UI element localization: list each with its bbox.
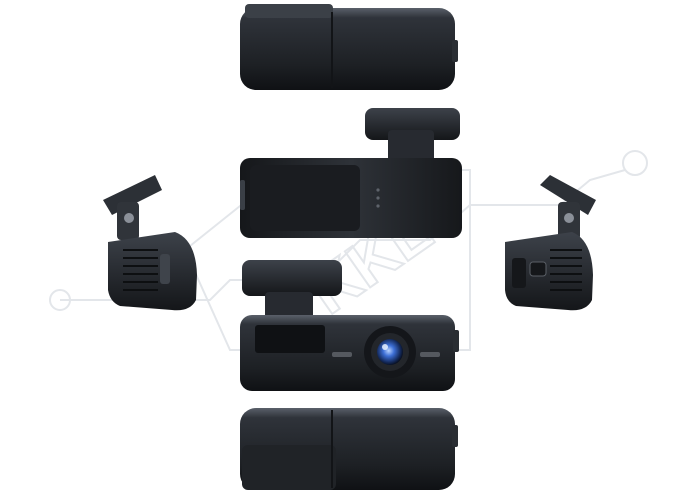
back-side-button	[240, 180, 245, 210]
front-side-button	[453, 330, 459, 352]
left-side-port	[160, 254, 170, 284]
front-view	[240, 260, 459, 391]
bottom-side-button	[452, 425, 458, 447]
watermark-circle-left	[49, 289, 71, 311]
front-display-window	[255, 325, 325, 353]
watermark-circle-right	[622, 150, 648, 176]
left-side-body	[108, 232, 197, 311]
right-vent-grille	[550, 249, 582, 291]
front-indicator-right	[420, 352, 440, 357]
front-mount-arm	[265, 292, 313, 322]
top-side-button	[452, 40, 458, 62]
left-mount-screw	[124, 213, 134, 223]
right-side-view	[505, 175, 596, 311]
right-mount-screw	[564, 213, 574, 223]
left-vent-grille	[123, 249, 158, 291]
sd-card-slot	[512, 258, 526, 288]
usb-c-port	[529, 261, 547, 277]
top-view	[240, 4, 458, 90]
front-mount-plate	[242, 260, 342, 296]
camera-lens	[377, 339, 403, 365]
front-indicator-left	[332, 352, 352, 357]
back-view	[240, 108, 462, 238]
top-mount-strip	[245, 4, 333, 18]
left-side-view	[103, 175, 197, 311]
right-mount-plate	[540, 175, 596, 215]
back-panel	[250, 165, 360, 231]
bottom-view	[240, 408, 458, 490]
bottom-mount-pad	[242, 445, 336, 490]
back-mount-arm	[388, 130, 434, 162]
